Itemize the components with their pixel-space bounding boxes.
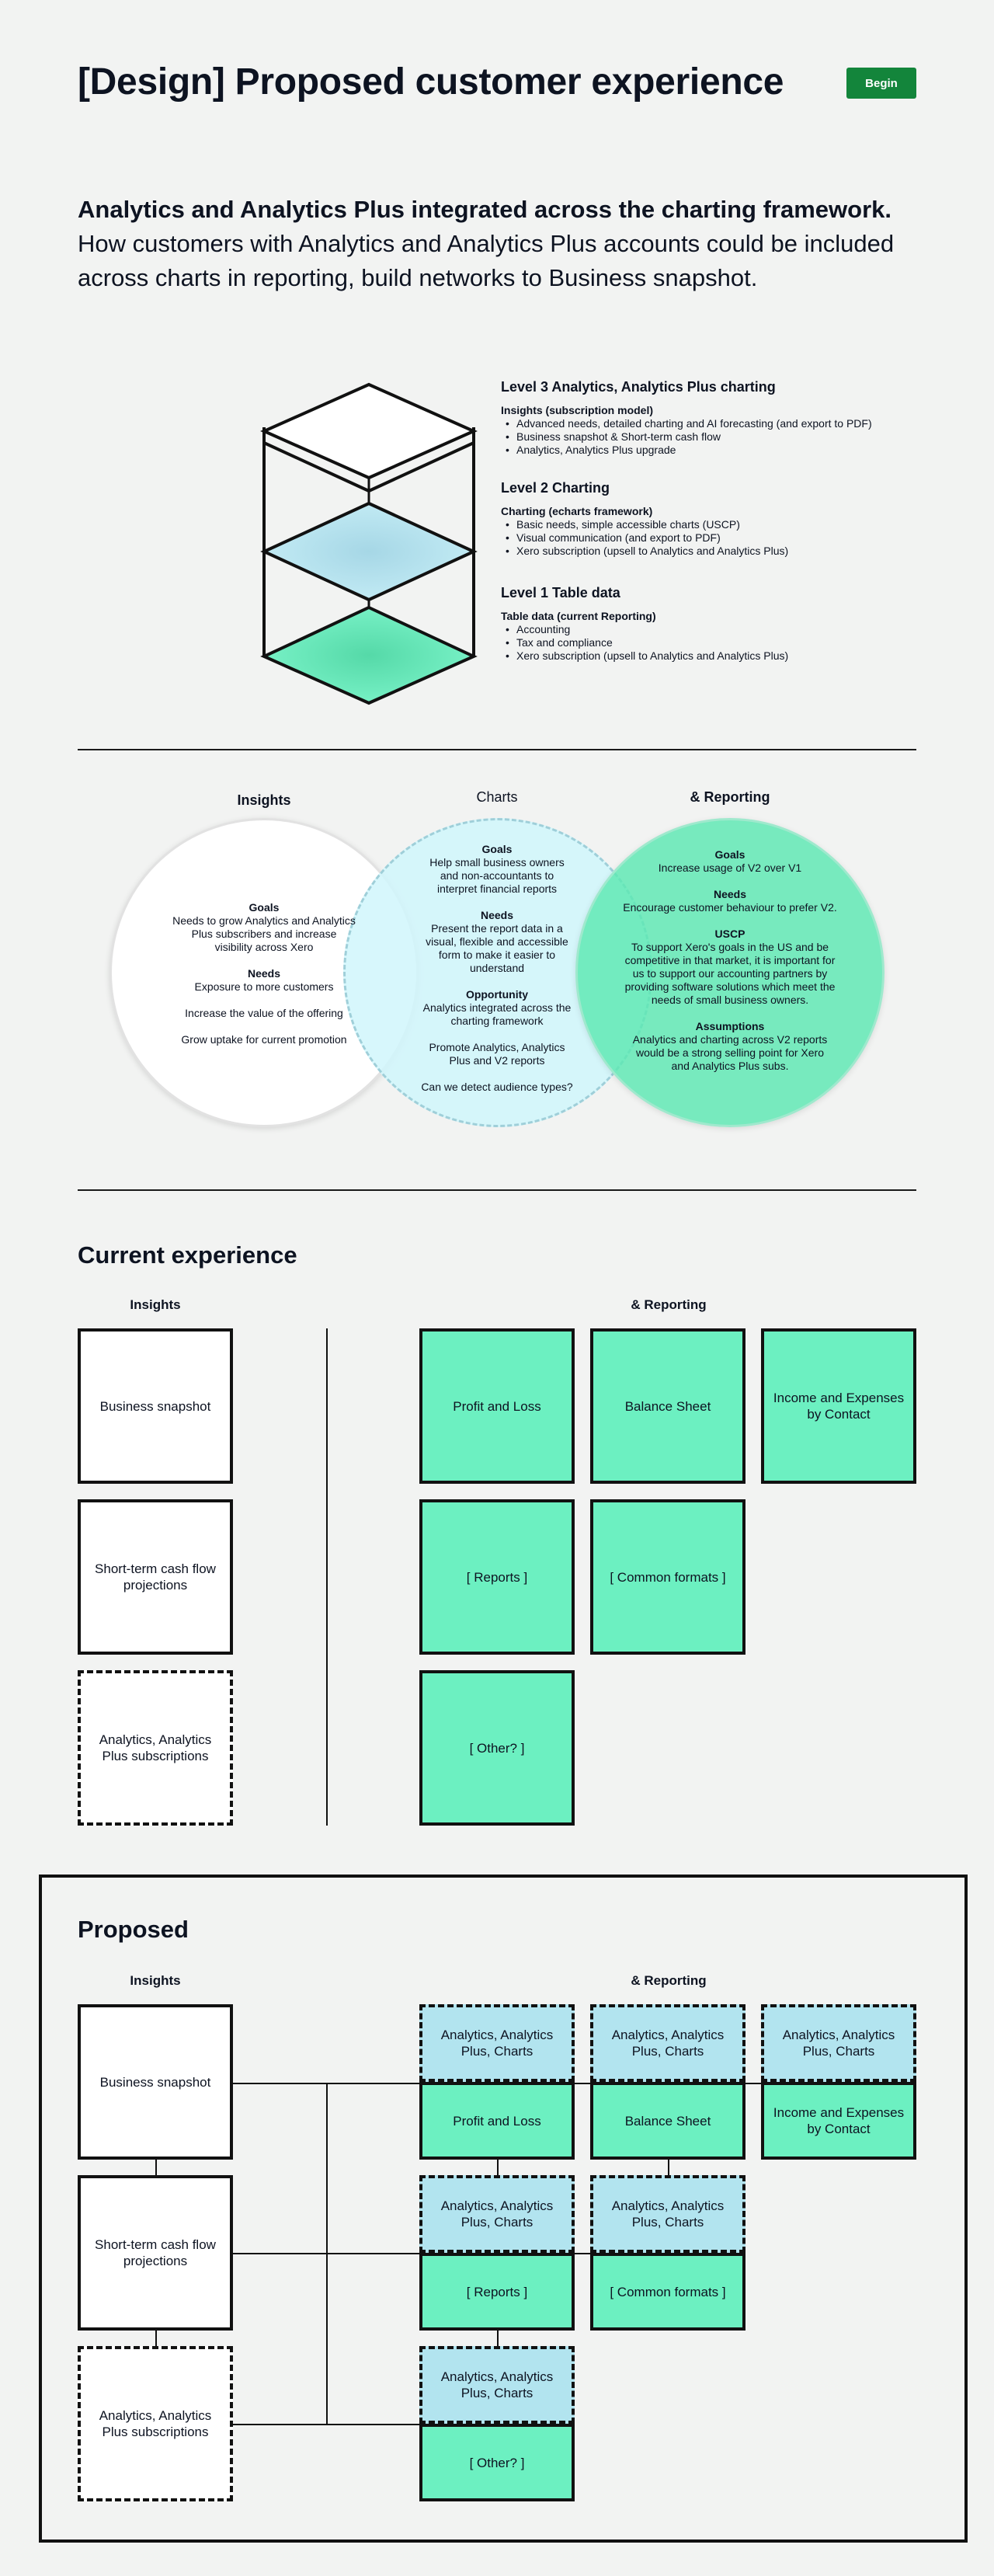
begin-button[interactable]: Begin (846, 68, 916, 99)
current-income-expenses[interactable]: Income and Expenses by Contact (761, 1328, 916, 1484)
charts-goals: Help small business owners and non-accou… (429, 856, 565, 895)
level-1-item: Xero subscription (upsell to Analytics a… (506, 649, 936, 663)
proposed-chart-overlay[interactable]: Analytics, Analytics Plus, Charts (419, 2175, 575, 2253)
current-insights-head: Insights (130, 1297, 181, 1312)
level-2-item: Xero subscription (upsell to Analytics a… (506, 545, 936, 558)
level-1-title: Level 1 Table data (501, 585, 620, 600)
level-2-title: Level 2 Charting (501, 480, 610, 496)
connector (668, 2156, 669, 2175)
current-separator (326, 1328, 328, 1826)
proposed-common-formats[interactable]: [ Common formats ] (590, 2253, 746, 2331)
charts-needs-label: Needs (480, 909, 514, 921)
proposed-chart-overlay[interactable]: Analytics, Analytics Plus, Charts (590, 2175, 746, 2253)
level-3-item: Business snapshot & Short-term cash flow (506, 430, 936, 444)
intro: Analytics and Analytics Plus integrated … (78, 193, 916, 295)
current-balance-sheet[interactable]: Balance Sheet (590, 1328, 746, 1484)
current-other[interactable]: [ Other? ] (419, 1670, 575, 1826)
level-3-block: Level 3 Analytics, Analytics Plus charti… (501, 379, 936, 457)
charts-line4: Promote Analytics, Analytics Plus and V2… (429, 1041, 565, 1067)
level-3-subtitle: Insights (subscription model) (501, 404, 654, 416)
intro-body: How customers with Analytics and Analyti… (78, 230, 895, 291)
connector (155, 2152, 157, 2179)
current-profit-and-loss[interactable]: Profit and Loss (419, 1328, 575, 1484)
charts-line5: Can we detect audience types? (421, 1081, 573, 1093)
proposed-chart-overlay[interactable]: Analytics, Analytics Plus, Charts (590, 2004, 746, 2082)
divider (78, 749, 916, 750)
connector (575, 2253, 590, 2254)
proposed-balance-sheet[interactable]: Balance Sheet (590, 2082, 746, 2160)
current-common-formats[interactable]: [ Common formats ] (590, 1499, 746, 1655)
level-2-subtitle: Charting (echarts framework) (501, 505, 653, 517)
level-3-layer (260, 382, 478, 480)
connector (155, 2323, 157, 2350)
proposed-frame (39, 1875, 968, 2543)
current-reporting-head: & Reporting (631, 1297, 707, 1312)
charts-opp: Analytics integrated across the charting… (422, 1001, 572, 1027)
proposed-reporting-head: & Reporting (631, 1973, 707, 1988)
proposed-reports[interactable]: [ Reports ] (419, 2253, 575, 2331)
proposed-income-expenses[interactable]: Income and Expenses by Contact (761, 2082, 916, 2160)
reporting-goals-label: Goals (714, 848, 746, 861)
charts-goals-label: Goals (481, 843, 513, 855)
insights-needs: Exposure to more customers (194, 980, 334, 993)
connector (497, 2327, 499, 2346)
current-reports[interactable]: [ Reports ] (419, 1499, 575, 1655)
intro-headline: Analytics and Analytics Plus integrated … (78, 196, 892, 223)
current-title: Current experience (78, 1241, 297, 1269)
current-subscriptions[interactable]: Analytics, Analytics Plus subscriptions (78, 1670, 233, 1826)
layer-stack-illustration (260, 382, 478, 705)
level-1-subtitle: Table data (current Reporting) (501, 610, 656, 622)
level-3-item: Analytics, Analytics Plus upgrade (506, 444, 936, 457)
current-cash-flow[interactable]: Short-term cash flow projections (78, 1499, 233, 1655)
proposed-chart-overlay[interactable]: Analytics, Analytics Plus, Charts (419, 2346, 575, 2424)
reporting-uscp: To support Xero's goals in the US and be… (624, 941, 836, 1006)
insights-goals: Needs to grow Analytics and Analytics Pl… (172, 914, 356, 953)
level-2-block: Level 2 Charting Charting (echarts frame… (501, 480, 936, 558)
level-1-item: Accounting (506, 623, 936, 636)
level-1-layer (260, 605, 478, 705)
reporting-needs: Encourage customer behaviour to prefer V… (623, 901, 837, 914)
proposed-cash-flow[interactable]: Short-term cash flow projections (78, 2175, 233, 2331)
connector (326, 2083, 328, 2425)
level-1-block: Level 1 Table data Table data (current R… (501, 585, 936, 663)
insights-line3: Increase the value of the offering (185, 1007, 343, 1019)
proposed-insights-head: Insights (130, 1973, 181, 1988)
reporting-assump: Analytics and charting across V2 reports… (632, 1033, 828, 1072)
level-2-item: Basic needs, simple accessible charts (U… (506, 518, 936, 531)
connector (497, 2156, 499, 2175)
venn-reporting-title: & Reporting (690, 789, 770, 805)
proposed-chart-overlay[interactable]: Analytics, Analytics Plus, Charts (761, 2004, 916, 2082)
divider (78, 1189, 916, 1191)
insights-needs-label: Needs (247, 967, 281, 980)
level-3-item: Advanced needs, detailed charting and AI… (506, 417, 936, 430)
charts-needs: Present the report data in a visual, fle… (426, 922, 568, 974)
proposed-other[interactable]: [ Other? ] (419, 2424, 575, 2501)
level-2-layer (260, 501, 478, 602)
proposed-business-snapshot[interactable]: Business snapshot (78, 2004, 233, 2160)
reporting-goals: Increase usage of V2 over V1 (658, 862, 802, 874)
level-3-title: Level 3 Analytics, Analytics Plus charti… (501, 379, 776, 395)
reporting-assump-label: Assumptions (695, 1020, 765, 1032)
reporting-needs-label: Needs (713, 888, 747, 900)
proposed-title: Proposed (78, 1916, 189, 1943)
current-business-snapshot[interactable]: Business snapshot (78, 1328, 233, 1484)
insights-line4: Grow uptake for current promotion (181, 1033, 347, 1046)
connector (746, 2083, 761, 2084)
proposed-subscriptions[interactable]: Analytics, Analytics Plus subscriptions (78, 2346, 233, 2501)
level-1-item: Tax and compliance (506, 636, 936, 649)
level-2-item: Visual communication (and export to PDF) (506, 531, 936, 545)
proposed-chart-overlay[interactable]: Analytics, Analytics Plus, Charts (419, 2004, 575, 2082)
connector (575, 2083, 590, 2084)
proposed-profit-and-loss[interactable]: Profit and Loss (419, 2082, 575, 2160)
page-title: [Design] Proposed customer experience (78, 61, 784, 103)
venn-insights-title: Insights (237, 792, 291, 808)
venn-reporting-circle (575, 818, 885, 1127)
venn-charts-title: Charts (476, 789, 518, 805)
charts-opp-label: Opportunity (465, 988, 529, 1001)
insights-goals-label: Goals (248, 901, 280, 914)
reporting-uscp-label: USCP (714, 928, 746, 940)
